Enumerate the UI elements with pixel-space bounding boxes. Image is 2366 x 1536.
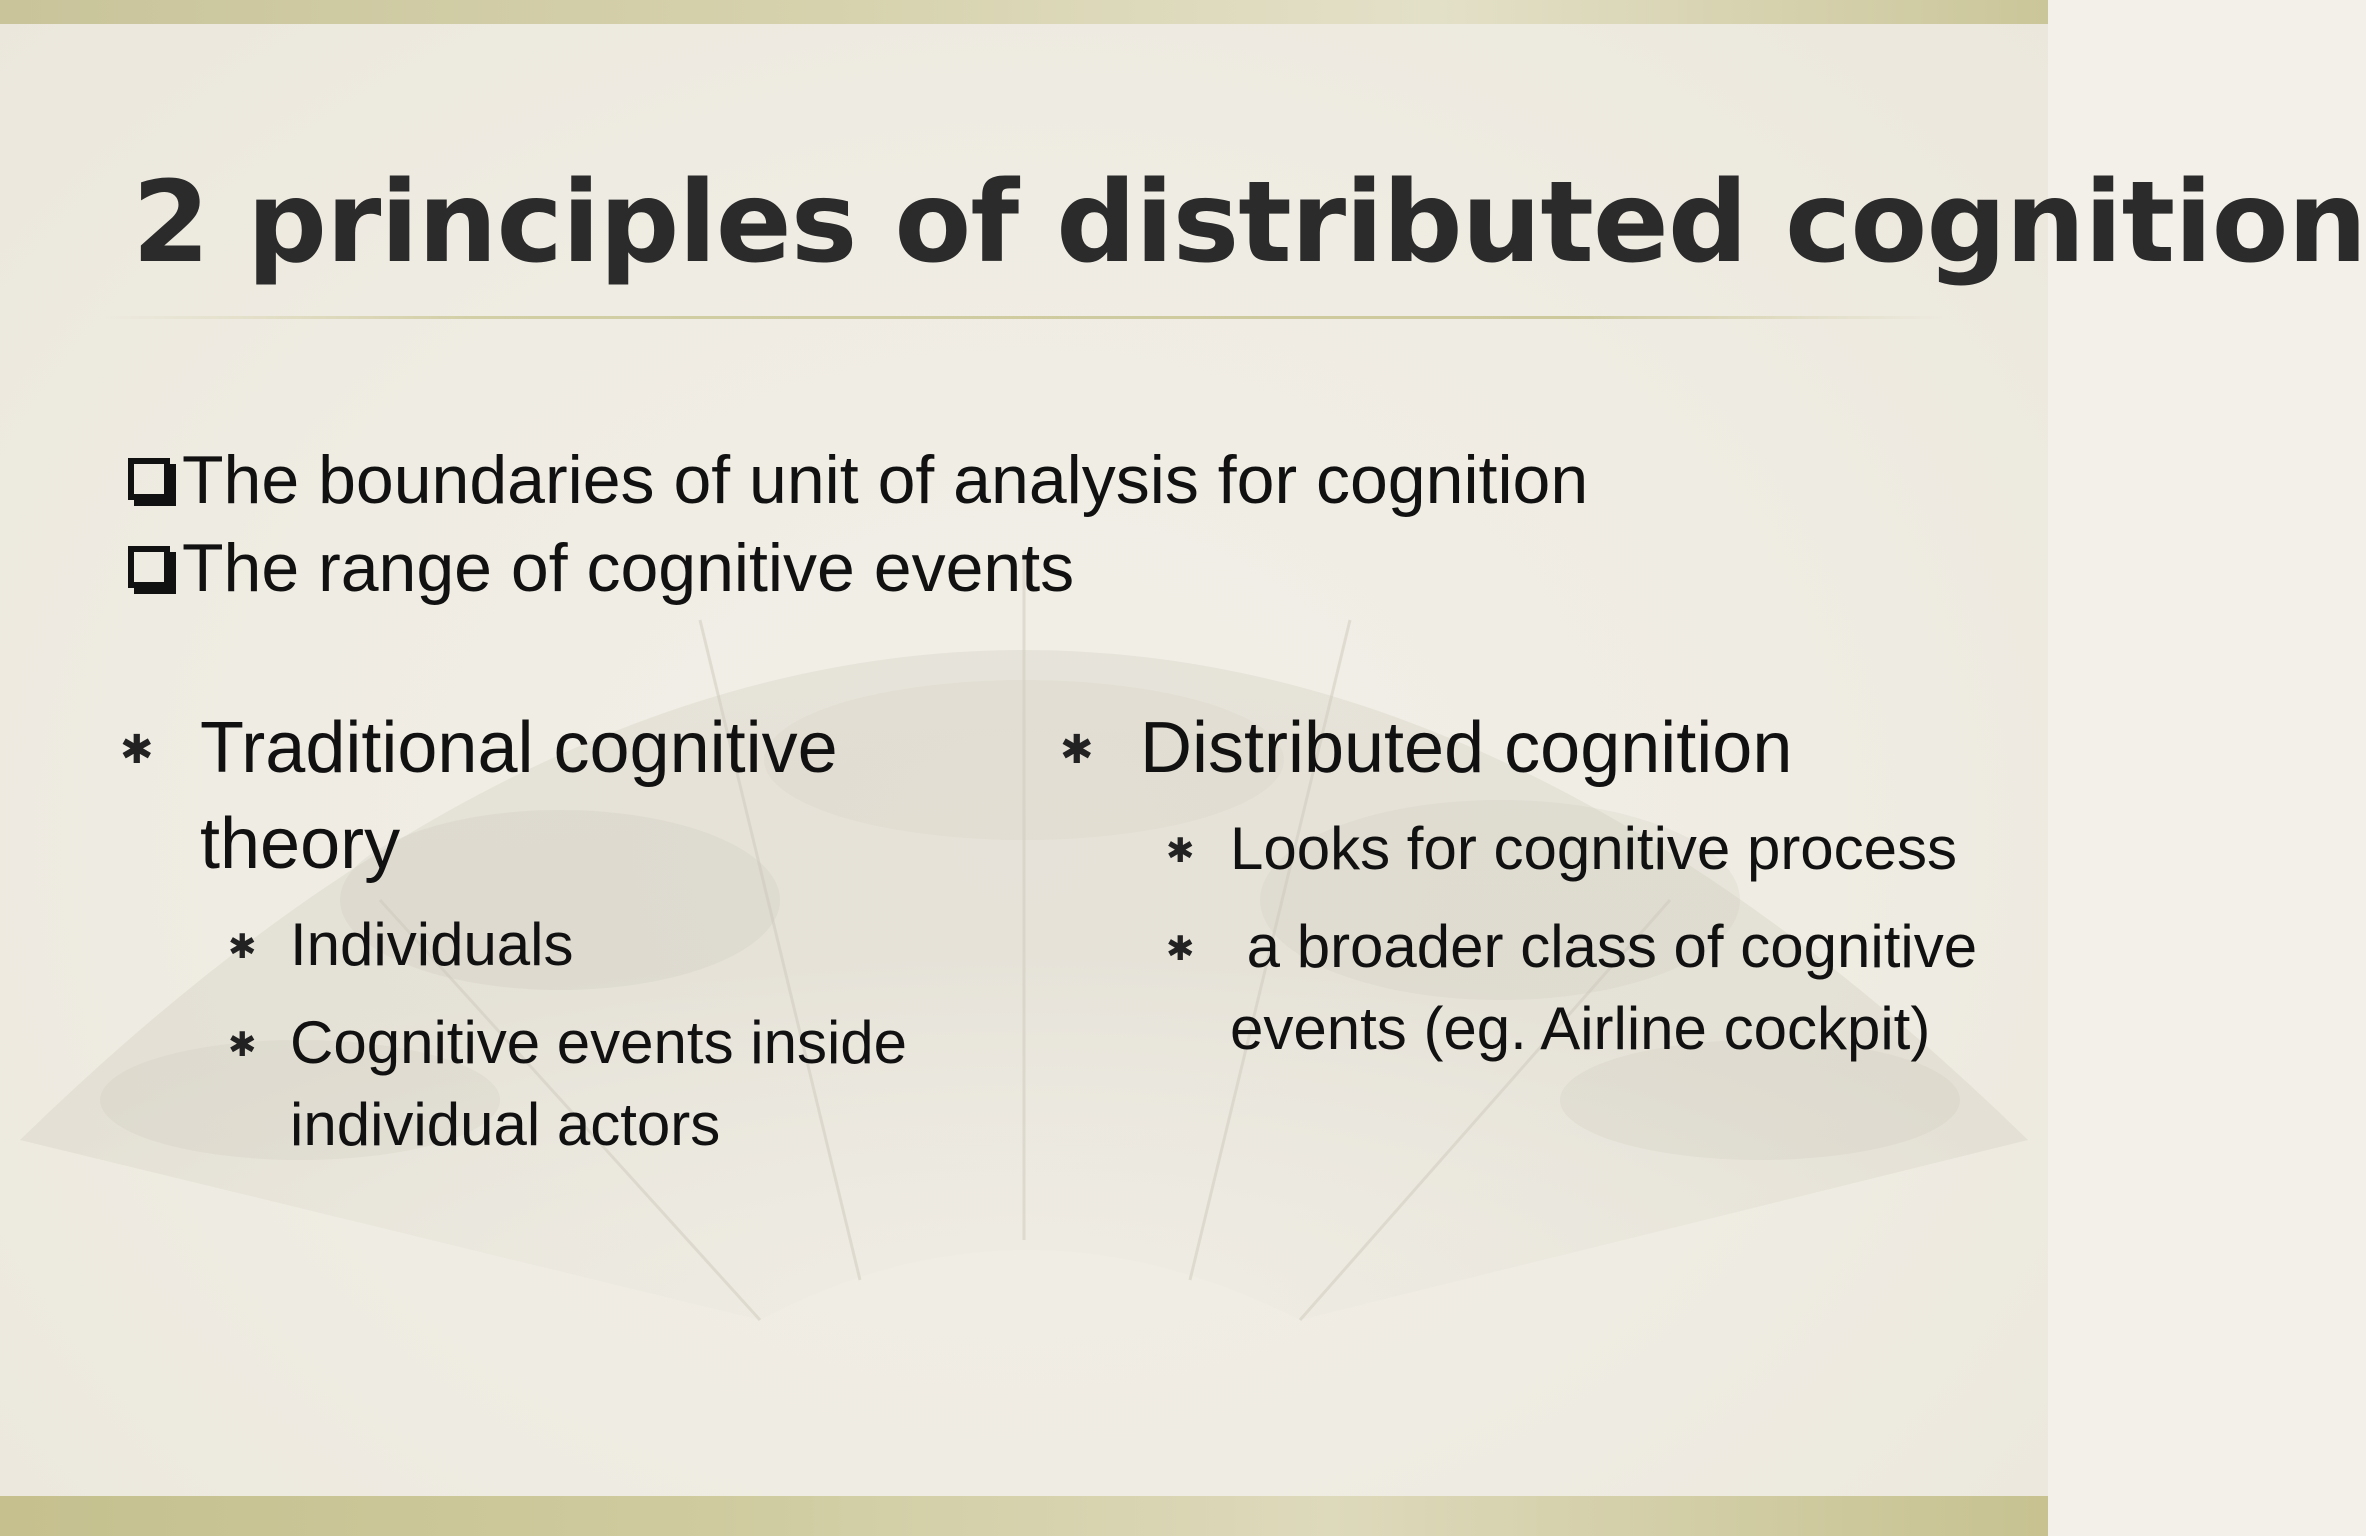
- asterisk-bullet-icon: ✱: [1060, 728, 1094, 772]
- list-item-text: Cognitive events inside individual actor…: [290, 1009, 908, 1158]
- principle-text: The range of cognitive events: [182, 530, 1075, 606]
- bottom-accent-band: [0, 1496, 2048, 1536]
- principles-list: The boundaries of unit of analysis for c…: [128, 436, 1928, 612]
- column-heading-text: Traditional cognitive theory: [200, 708, 838, 884]
- asterisk-bullet-icon: ✱: [228, 1026, 257, 1064]
- asterisk-bullet-icon: ✱: [1166, 832, 1195, 870]
- asterisk-bullet-icon: ✱: [120, 728, 154, 772]
- list-item: ✱ Looks for cognitive process: [1060, 808, 2000, 890]
- asterisk-bullet-icon: ✱: [1166, 930, 1195, 968]
- left-column: ✱ Traditional cognitive theory ✱ Individ…: [120, 700, 1020, 1182]
- slide-title: 2 principles of distributed cognition: [132, 158, 2366, 288]
- column-heading: ✱ Distributed cognition: [1060, 700, 2000, 796]
- list-item: ✱ Individuals: [120, 904, 1020, 986]
- principle-item: The range of cognitive events: [128, 524, 1928, 612]
- list-item: ✱ Cognitive events inside individual act…: [120, 1002, 1020, 1166]
- list-item: ✱ a broader class of cognitive events (e…: [1060, 906, 2000, 1070]
- sub-list: ✱ Looks for cognitive process ✱ a broade…: [1060, 808, 2000, 1070]
- principle-text: The boundaries of unit of analysis for c…: [182, 442, 1589, 518]
- asterisk-bullet-icon: ✱: [228, 928, 257, 966]
- checkbox-bullet-icon: [128, 458, 170, 501]
- sub-list: ✱ Individuals ✱ Cognitive events inside …: [120, 904, 1020, 1166]
- checkbox-bullet-icon: [128, 546, 170, 589]
- list-item-text: Looks for cognitive process: [1230, 815, 1958, 882]
- list-item-text: Individuals: [290, 911, 574, 978]
- column-heading-text: Distributed cognition: [1140, 708, 1793, 788]
- top-accent-band: [0, 0, 2048, 24]
- principle-item: The boundaries of unit of analysis for c…: [128, 436, 1928, 524]
- fan-background-image: [20, 550, 2028, 1322]
- right-column: ✱ Distributed cognition ✱ Looks for cogn…: [1060, 700, 2000, 1086]
- list-item-text: a broader class of cognitive events (eg.…: [1230, 913, 1994, 1062]
- title-divider: [104, 316, 1944, 319]
- column-heading: ✱ Traditional cognitive theory: [120, 700, 1020, 892]
